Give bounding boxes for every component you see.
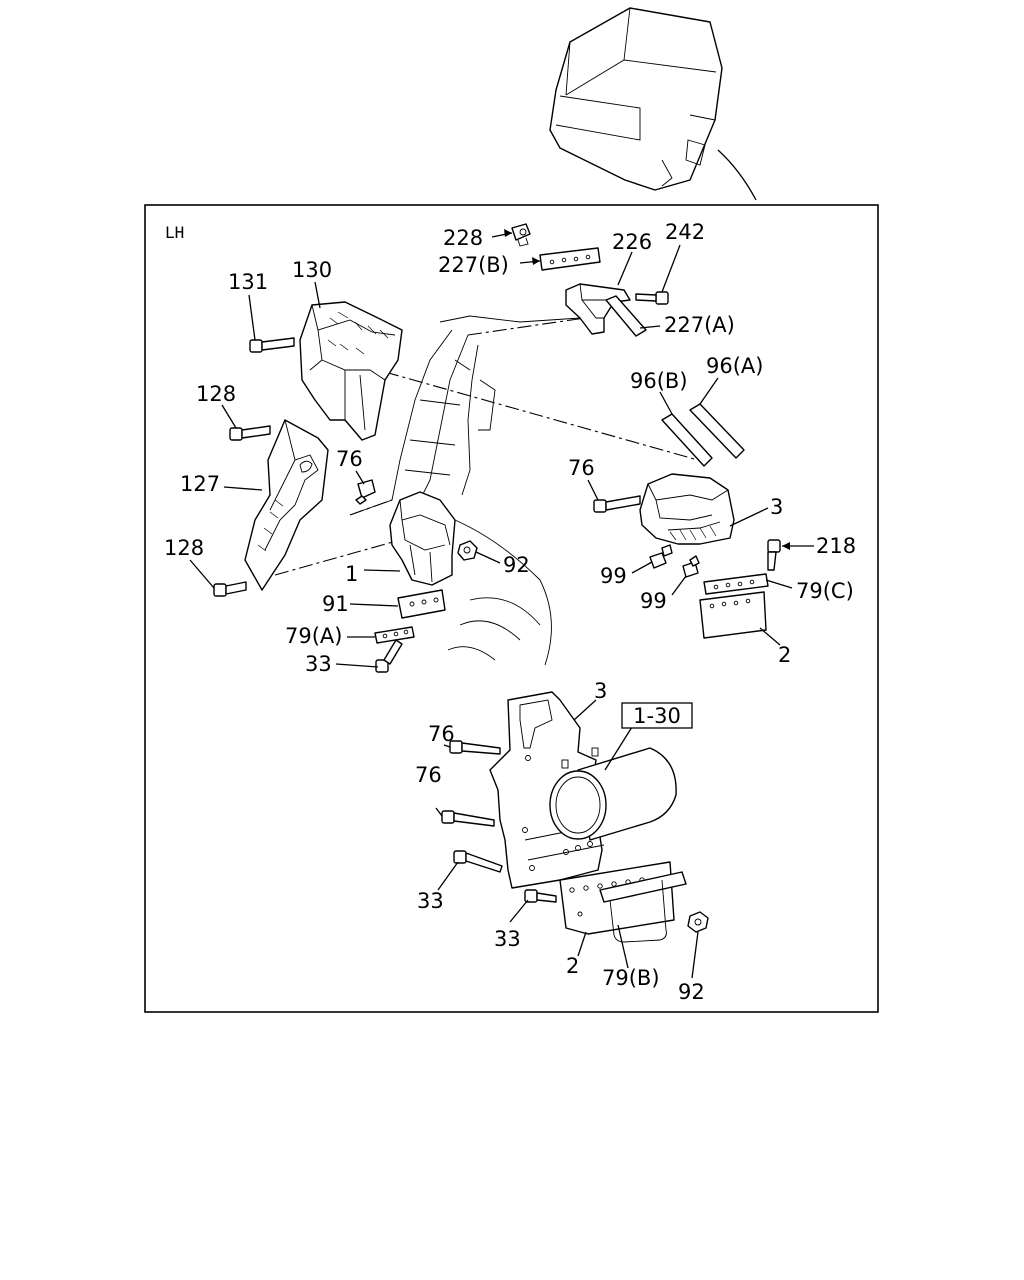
bolt-131: [249, 337, 295, 353]
callout-79c: 79(C): [796, 579, 854, 603]
callout-227a: 227(A): [664, 313, 735, 337]
callout-2-lower: 2: [566, 954, 579, 978]
nut-92-lower: [687, 911, 709, 933]
part-227b-strip: [539, 247, 601, 271]
callout-228: 228: [443, 226, 483, 250]
callout-33-upper: 33: [305, 652, 332, 676]
callout-92-upper: 92: [503, 553, 530, 577]
callout-3-lower: 3: [594, 679, 607, 703]
callout-242: 242: [665, 220, 705, 244]
callout-92-lower: 92: [678, 980, 705, 1004]
body-panel-outline: [349, 315, 581, 666]
side-label: LH: [165, 223, 184, 242]
part-96a-seal: [689, 403, 745, 459]
bolt-76-upper-left: [355, 479, 376, 505]
callout-labels: 228 227(B) 226 242 227(A) 131 130 128 12…: [164, 220, 856, 1004]
callout-3-upper: 3: [770, 495, 783, 519]
bolt-33-upper: [375, 639, 403, 673]
callout-96a: 96(A): [706, 354, 763, 378]
part-79b-strip: [599, 871, 687, 943]
reference-lines: [274, 317, 706, 576]
part-227a-strip: [605, 295, 647, 337]
callout-1: 1: [345, 562, 358, 586]
callout-127: 127: [180, 472, 220, 496]
part-130-bracket: [299, 301, 403, 441]
callout-76-upper-left: 76: [336, 447, 363, 471]
part-127-bracket: [244, 419, 329, 591]
exhaust-pipe: [549, 747, 677, 841]
callout-76-upper-right: 76: [568, 456, 595, 480]
leader-arrowheads: [504, 229, 790, 550]
bolt-33-lower-a: [453, 850, 503, 873]
part-228-clip: [511, 223, 531, 247]
callout-130: 130: [292, 258, 332, 282]
callout-99-b: 99: [640, 589, 667, 613]
part-3-guard-upper: [639, 473, 735, 545]
callout-33-lower-b: 33: [494, 927, 521, 951]
part-79c-strip: [703, 573, 769, 595]
callout-128-lower: 128: [164, 536, 204, 560]
bolt-242: [635, 291, 669, 305]
callout-79a: 79(A): [285, 624, 342, 648]
callout-226: 226: [612, 230, 652, 254]
truck-cab-thumbnail: [549, 7, 757, 201]
part-91-plate: [397, 589, 446, 619]
callout-76-lower-a: 76: [428, 722, 455, 746]
bolt-99-b: [682, 555, 700, 578]
nut-92-upper: [457, 540, 478, 561]
bolt-218: [767, 539, 781, 571]
bolt-99-a: [649, 544, 673, 569]
callout-218: 218: [816, 534, 856, 558]
callout-227b: 227(B): [438, 253, 509, 277]
callout-76-lower-b: 76: [415, 763, 442, 787]
part-79a-strip: [374, 626, 415, 644]
bolt-128-upper: [229, 425, 271, 441]
callout-79b: 79(B): [602, 966, 660, 990]
part-1-bracket: [389, 491, 456, 586]
callout-33-lower-a: 33: [417, 889, 444, 913]
bolt-76-lower-a: [449, 740, 501, 755]
bolt-76-upper-right: [593, 495, 641, 513]
ref-box: [621, 702, 693, 729]
ref-box-label: 1-30: [633, 704, 681, 728]
callout-128-upper: 128: [196, 382, 236, 406]
callout-131: 131: [228, 270, 268, 294]
callout-91: 91: [322, 592, 349, 616]
part-96b-seal: [661, 413, 713, 467]
callout-99-a: 99: [600, 564, 627, 588]
callout-2-upper: 2: [778, 643, 791, 667]
callout-96b: 96(B): [630, 369, 688, 393]
bolt-33-lower-b: [524, 889, 557, 903]
leader-lines: [189, 232, 814, 979]
part-2-mudflap-upper: [699, 591, 767, 639]
diagram-frame: [144, 204, 879, 1013]
bolt-128-lower: [213, 581, 247, 597]
bolt-76-lower-b: [441, 810, 495, 827]
